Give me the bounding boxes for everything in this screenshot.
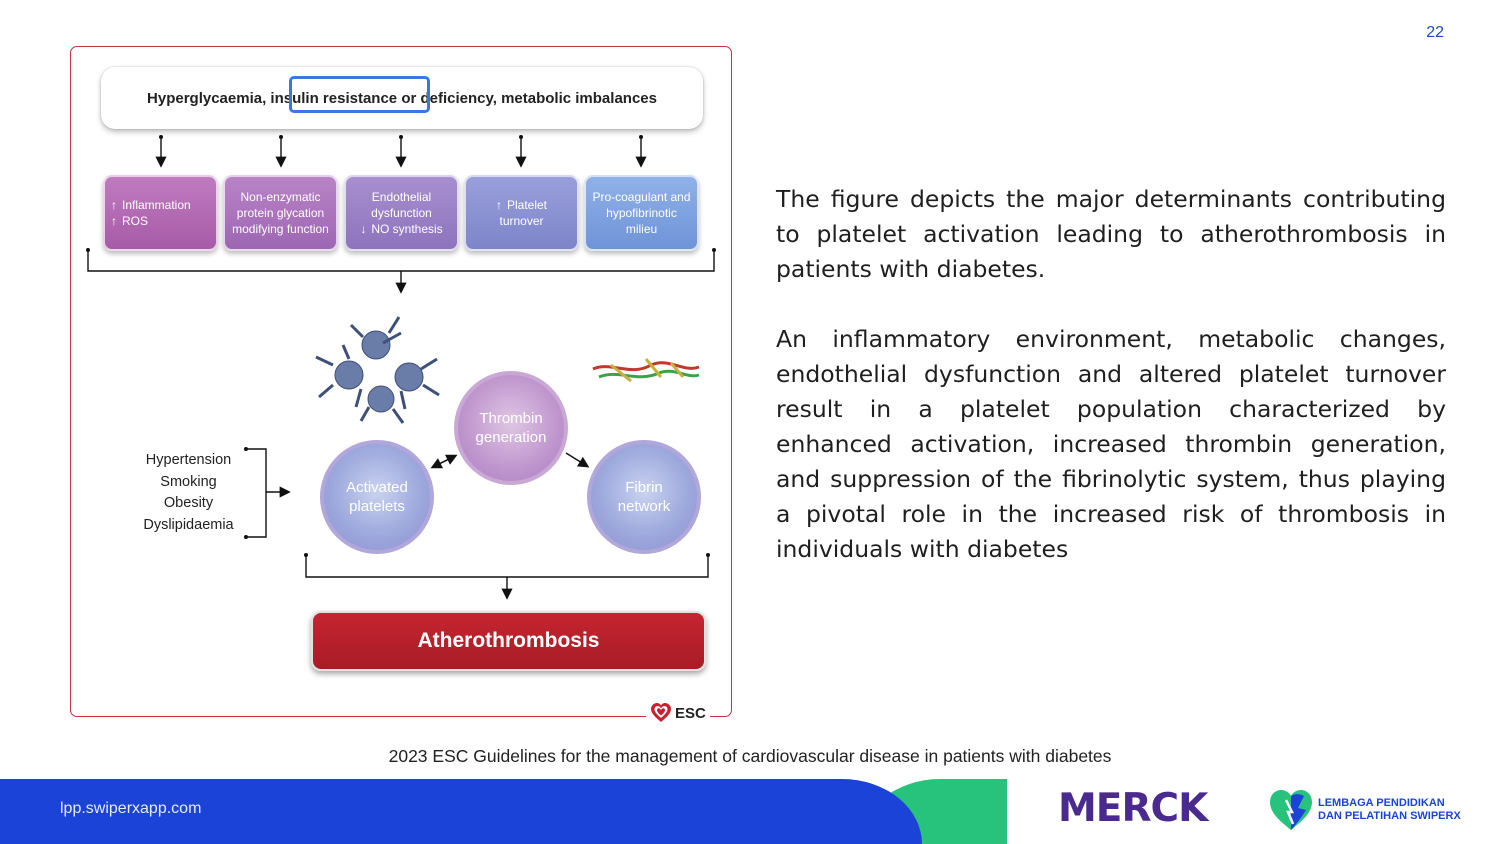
mechanism-glycation: Non-enzymatic protein glycation modifyin… [223,175,338,251]
arrow-up-icon: ↑ [111,214,117,228]
mechanism-line: Pro-coagulant and [592,190,691,204]
risk-factor: Hypertension [145,452,232,468]
mechanism-line: hypofibrinotic [606,206,677,220]
highlight-insulin-resistance [289,76,430,113]
mechanism-inflammation: ↑ Inflammation ↑ ROS [103,175,218,251]
esc-logo: ESC [646,702,710,724]
diagram-connectors [86,135,716,600]
thrombin-generation-circle: Thrombin generation [454,371,568,485]
mechanism-line: Platelet [506,198,548,212]
heart-icon [651,703,671,722]
arrow-up-icon: ↑ [111,198,117,212]
lpp-swiperx-logo: LEMBAGA PENDIDIKAN DAN PELATIHAN SWIPERX [1268,788,1461,832]
mechanism-endothelial: Endothelial dysfunction ↓ NO synthesis [344,175,459,251]
arrow-down-icon: ↓ [360,222,367,236]
mechanism-line: modifying function [232,222,329,236]
mechanism-line: dysfunction [371,206,432,220]
footer-url: lpp.swiperxapp.com [60,800,202,817]
mechanism-procoagulant: Pro-coagulant and hypofibrinotic milieu [584,175,699,251]
mechanism-line: turnover [499,214,544,228]
paragraph-1: The figure depicts the major determinant… [776,185,1446,283]
heart-logo-icon [1270,790,1312,830]
lpp-line-1: LEMBAGA PENDIDIKAN [1318,797,1445,809]
risk-factor: Dyslipidaemia [143,516,234,533]
page-number: 22 [1426,24,1444,41]
metabolic-conditions-box: Hyperglycaemia, insulin resistance or de… [101,67,703,129]
atherothrombosis-box: Atherothrombosis [311,611,706,671]
arrow-up-icon: ↑ [495,198,502,212]
risk-factor: Smoking [160,473,217,490]
mechanism-line: Inflammation [122,198,191,212]
mechanism-platelet-turnover: ↑ Platelet turnover [464,175,579,251]
mechanism-line: ROS [122,214,149,228]
top-box-part1: Hyperglycaemia [147,89,263,107]
mechanism-line: Non-enzymatic [240,190,321,204]
diagram-figure: Hyperglycaemia, insulin resistance or de… [70,46,732,724]
platelet-illustration [315,316,440,424]
mechanism-line: Endothelial [371,190,432,204]
figure-caption: 2023 ESC Guidelines for the management o… [388,746,1112,766]
mechanism-line: milieu [625,222,658,236]
risk-factor-list: Hypertension Smoking Obesity Dyslipidaem… [121,450,256,536]
top-box-part3: or deficiency, metabolic imbalances [397,89,657,107]
lpp-line-2: DAN PELATIHAN SWIPERX [1318,810,1461,822]
body-text: The figure depicts the major determinant… [776,182,1446,567]
mechanism-line: protein glycation [236,206,325,220]
merck-logo: MERCK [1058,786,1208,831]
fibrin-illustration [592,358,700,383]
fibrin-network-circle: Fibrin network [587,440,701,554]
esc-logo-text: ESC [675,704,706,722]
footer-blue-band [0,779,922,844]
risk-factor: Obesity [163,495,214,511]
mechanism-line: NO synthesis [371,222,443,236]
paragraph-2: An inflammatory environment, metabolic c… [776,325,1446,563]
activated-platelets-circle: Activated platelets [320,440,434,554]
top-box-part2: , insulin resistance [262,89,398,107]
